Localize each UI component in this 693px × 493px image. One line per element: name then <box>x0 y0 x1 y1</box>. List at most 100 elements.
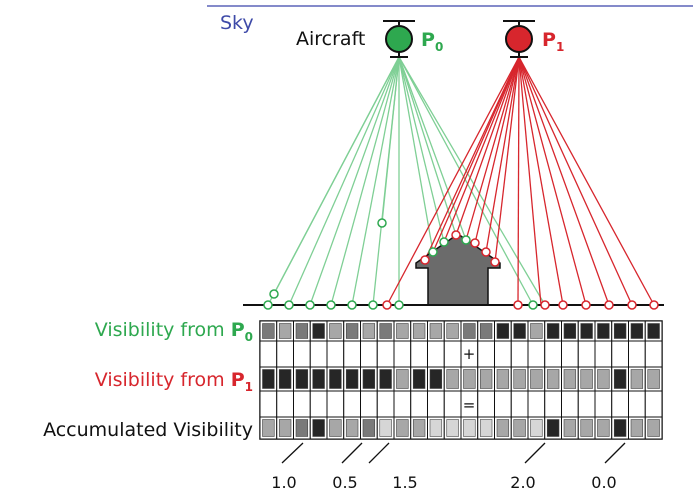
grid-cell <box>276 390 294 418</box>
ray-p1 <box>443 56 520 243</box>
grid-cell <box>343 340 361 368</box>
value-pointer <box>604 442 626 464</box>
grid-cell-fill <box>647 369 660 389</box>
grid-cell-fill <box>563 323 577 339</box>
grid-cell <box>544 340 562 368</box>
grid-cell-fill <box>429 369 443 389</box>
vis-p1-label: Visibility from P1 <box>95 369 253 394</box>
vis-p0-label: Visibility from P0 <box>95 319 253 344</box>
grid-cell <box>594 390 613 418</box>
grid-cell-fill <box>446 419 459 437</box>
grid-cell-fill <box>329 323 342 339</box>
grid-cell-fill <box>429 419 443 437</box>
ray-p1 <box>465 56 520 241</box>
grid-cell-fill <box>262 419 275 437</box>
value-pointer <box>281 442 304 464</box>
roof-sample-points <box>420 230 500 267</box>
grid-cell <box>443 390 462 418</box>
sample-point <box>420 255 430 265</box>
sample-point <box>451 230 461 240</box>
ray-p1 <box>518 56 633 306</box>
value-label: 1.5 <box>392 473 417 492</box>
grid-cell-fill <box>329 419 342 437</box>
grid-cell <box>259 390 278 418</box>
sample-point <box>528 300 538 310</box>
ray-p1 <box>474 56 520 244</box>
grid-cell <box>293 340 311 368</box>
sample-point <box>604 300 614 310</box>
sample-point <box>558 300 568 310</box>
grid-cell <box>393 340 412 368</box>
ray-p1 <box>518 56 564 306</box>
grid-cell <box>309 390 328 418</box>
grid-cell-fill <box>530 369 543 389</box>
sample-point <box>377 218 387 228</box>
grid-cell-fill <box>546 323 560 339</box>
grid-cell-fill <box>345 369 359 389</box>
value-label: 0.0 <box>591 473 616 492</box>
grid-cell-fill <box>630 369 644 389</box>
grid-cell-fill <box>278 323 292 339</box>
grid-cell-fill <box>329 369 342 389</box>
grid-cell-fill <box>496 323 510 339</box>
grid-cell <box>309 340 328 368</box>
sample-point <box>394 300 404 310</box>
grid-cell <box>276 340 294 368</box>
grid-cell-fill <box>479 369 493 389</box>
grid-cell <box>376 390 395 418</box>
grid-cell-fill <box>580 369 593 389</box>
grid-cell <box>427 390 445 418</box>
grid-cell-fill <box>479 419 493 437</box>
rays-from-p1 <box>386 56 655 306</box>
sample-point <box>368 300 378 310</box>
grid-cell-fill <box>362 323 376 339</box>
grid-cell <box>544 390 562 418</box>
ray-p0 <box>330 56 400 306</box>
grid-cell-fill <box>463 369 476 389</box>
grid-cell-fill <box>479 323 493 339</box>
ray-p0 <box>288 56 400 306</box>
grid-cell-fill <box>546 369 560 389</box>
ray-p1 <box>432 56 520 253</box>
grid-cell <box>293 390 311 418</box>
value-label: 0.5 <box>332 473 357 492</box>
sample-point <box>382 300 392 310</box>
ray-p0 <box>398 56 434 253</box>
ray-p0 <box>398 56 445 243</box>
accumulated-label: Accumulated Visibility <box>43 419 253 441</box>
grid-cell-fill <box>295 419 309 437</box>
grid-cell-fill <box>597 369 610 389</box>
grid-cell-fill <box>312 369 325 389</box>
grid-cell-fill <box>345 419 359 437</box>
grid-cell <box>527 340 546 368</box>
ray-p0 <box>309 56 400 306</box>
plus-sign: + <box>463 345 476 363</box>
grid-cell-fill <box>546 419 560 437</box>
sample-point <box>284 300 294 310</box>
grid-cell <box>510 390 529 418</box>
grid-cell-fill <box>563 419 577 437</box>
grid-cell <box>343 390 361 418</box>
aircraft-p1-icon <box>503 20 535 58</box>
grid-cell <box>410 340 428 368</box>
grid-cell <box>393 390 412 418</box>
sample-point <box>540 300 550 310</box>
grid-cell-fill <box>630 323 644 339</box>
sample-point <box>439 237 449 247</box>
sample-point <box>513 300 523 310</box>
grid-cell <box>577 340 596 368</box>
sky-label: Sky <box>220 12 254 34</box>
sample-point <box>347 300 357 310</box>
grid-cell-fill <box>396 323 409 339</box>
grid-cell <box>477 390 495 418</box>
grid-cell-fill <box>412 323 426 339</box>
rays-from-p0 <box>267 56 546 306</box>
grid-cell-fill <box>513 419 526 437</box>
grid-cell-fill <box>379 323 392 339</box>
grid-cell-fill <box>295 369 309 389</box>
sample-point <box>263 300 273 310</box>
grid-cell <box>577 390 596 418</box>
sample-point <box>470 238 480 248</box>
grid-cell <box>611 340 629 368</box>
grid-cell <box>510 340 529 368</box>
